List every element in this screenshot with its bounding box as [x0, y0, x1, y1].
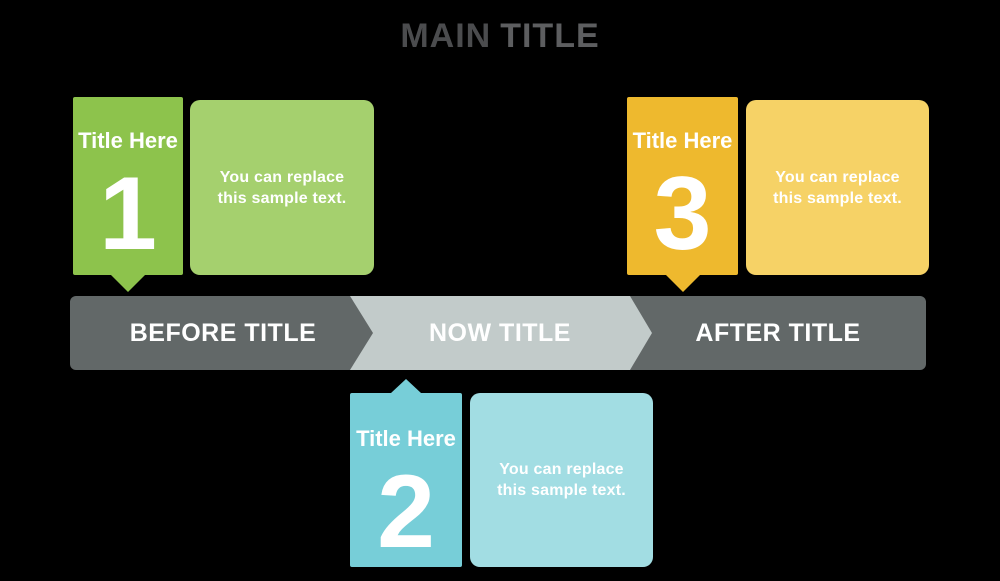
- step3-tab-title: Title Here: [632, 128, 733, 153]
- timeline-segment-now: NOW TITLE: [350, 296, 630, 370]
- step1-card: You can replace this sample text.: [190, 100, 374, 275]
- step1-down-arrow-icon: [111, 275, 145, 292]
- step1-body-line1: You can replace: [219, 168, 345, 186]
- timeline-bar: BEFORE TITLE NOW TITLE AFTER TITLE: [70, 296, 926, 370]
- step2-body-text: You can replace this sample text.: [497, 459, 626, 501]
- step1-tab: Title Here 1: [73, 97, 183, 292]
- step1-tab-title: Title Here: [78, 128, 178, 153]
- step3-body-text: You can replace this sample text.: [773, 167, 902, 209]
- step1-body-text: You can replace this sample text.: [218, 167, 347, 209]
- step2-body-line2: this sample text.: [497, 482, 626, 499]
- timeline-now-label: NOW TITLE: [429, 318, 571, 347]
- step2-card: You can replace this sample text.: [470, 393, 653, 567]
- page-title-word-1: MAIN: [400, 17, 492, 55]
- page-title-word-2: TITLE: [500, 17, 600, 55]
- step3-number: 3: [653, 156, 712, 272]
- step3-body-line1: You can replace: [775, 168, 900, 186]
- step3-card: You can replace this sample text.: [746, 100, 929, 275]
- step2-number: 2: [377, 454, 435, 570]
- step3-tab: Title Here 3: [627, 97, 738, 292]
- step2-body-line1: You can replace: [499, 461, 624, 478]
- step1-number: 1: [99, 156, 157, 272]
- step1-body-line2: this sample text.: [217, 189, 347, 207]
- timeline-segment-after: AFTER TITLE: [630, 296, 926, 370]
- step3-down-arrow-icon: [665, 275, 700, 292]
- step2-up-arrow-icon: [391, 379, 421, 393]
- step2-tab: Title Here 2: [350, 379, 462, 570]
- timeline-after-label: AFTER TITLE: [695, 318, 861, 347]
- timeline-before-label: BEFORE TITLE: [129, 318, 317, 347]
- chevron-right-icon-1: [350, 296, 373, 370]
- chevron-right-icon-2: [630, 296, 652, 370]
- step3-body-line2: this sample text.: [773, 189, 902, 207]
- timeline-segment-before: BEFORE TITLE: [70, 296, 350, 370]
- step2-tab-title: Title Here: [356, 426, 456, 451]
